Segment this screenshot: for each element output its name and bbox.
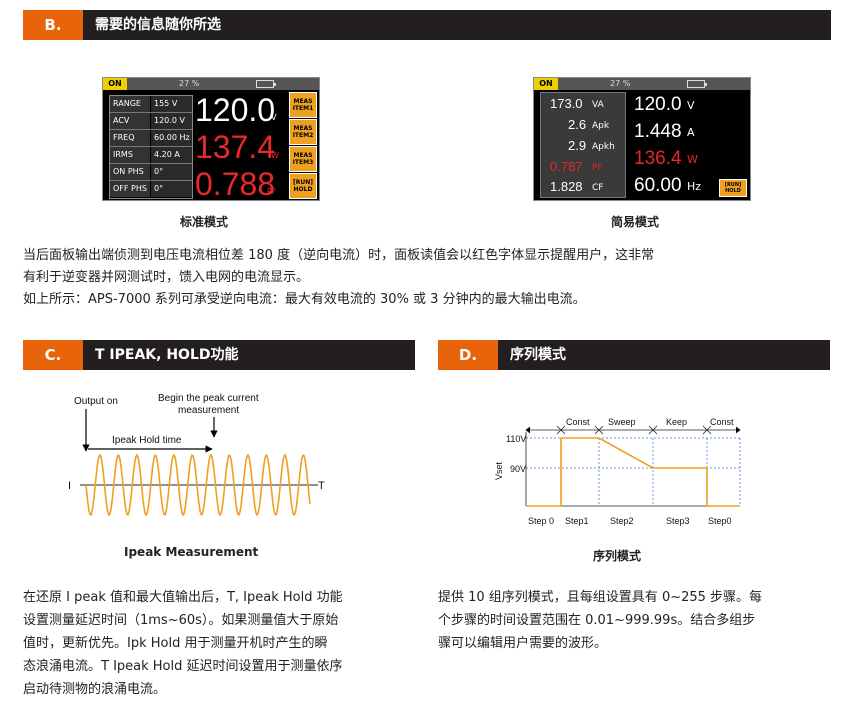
on-indicator: ON (534, 78, 558, 90)
power-readout: 137.4 (195, 129, 276, 165)
section-c-header: C. T IPEAK, HOLD功能 (23, 340, 415, 370)
voltage-unit: V (687, 99, 695, 112)
paragraph-line: 当后面板输出端侦测到电压电流相位差 180 度（逆向电流）时，面板读值会以红色字… (23, 248, 655, 263)
run-hold-button[interactable]: [RUN] HOLD (289, 173, 317, 199)
cf-unit: CF (592, 183, 604, 193)
pf-value: 0.787 (550, 159, 583, 174)
va-unit: VA (592, 100, 604, 110)
step2-label: Step2 (610, 516, 634, 526)
simple-mode-caption: 简易模式 (611, 215, 660, 229)
run-hold-button[interactable]: [RUN] HOLD (719, 179, 747, 197)
percent-readout: 27 % (179, 79, 200, 88)
simple-left-panel (540, 92, 626, 198)
ipeak-measurement-figure: Output on Begin the peak current measure… (68, 393, 325, 517)
current-waveform (85, 453, 311, 517)
simple-mode-panel: ON 27 % 173.0 VA 2.6 Apk 2.9 Apkh 0.787 … (533, 77, 751, 201)
paragraph-line: 如上所示：APS-7000 系列可承受逆向电流：最大有效电流的 30% 或 3 … (23, 292, 586, 307)
pf-unit: PF (267, 187, 277, 196)
meas-item1-button[interactable]: MEAS ITEM1 (289, 92, 317, 118)
section-c-badge: C. (23, 340, 83, 370)
v110-tick: 110V (506, 434, 526, 444)
section-c-paragraph: 在还原 I peak 值和最大值输出后，T, Ipeak Hold 功能 设置测… (23, 586, 423, 701)
ipeak-caption: Ipeak Measurement (124, 545, 259, 559)
apkh-unit: Apkh (592, 142, 615, 152)
power-unit: W (687, 153, 698, 166)
keep-label: Keep (666, 417, 687, 427)
output-on-label: Output on (74, 396, 118, 407)
apkh-value: 2.9 (568, 138, 587, 153)
paragraph-line: 启动待测物的浪涌电流。 (23, 682, 167, 697)
voltage-readout: 120.0 (195, 92, 276, 128)
current-unit: A (687, 126, 695, 139)
frequency-unit: Hz (687, 180, 702, 193)
step0-label: Step 0 (528, 516, 554, 526)
paragraph-line: 提供 10 组序列模式，且每组设置具有 0~255 步骤。每 (438, 590, 763, 605)
sequence-caption: 序列模式 (593, 549, 642, 563)
const-label-1: Const (566, 417, 590, 427)
battery-icon (256, 80, 276, 88)
sequence-mode-figure: Const Sweep Keep Const Vset 110V 90V Ste… (494, 417, 741, 526)
va-value: 173.0 (550, 96, 583, 111)
cf-value: 1.828 (550, 179, 583, 194)
paragraph-line: 骤可以编辑用户需要的波形。 (438, 636, 608, 651)
current-axis-label: I (68, 480, 71, 492)
standard-mode-caption: 标准模式 (180, 215, 229, 229)
section-d-paragraph: 提供 10 组序列模式，且每组设置具有 0~255 步骤。每 个步骤的时间设置范… (438, 586, 838, 655)
section-b-badge: B. (23, 10, 83, 40)
time-axis-label: T (318, 480, 325, 492)
power-unit: W (271, 151, 279, 160)
pf-unit: PF (592, 163, 603, 173)
paragraph-line: 值时，更新优先。Ipk Hold 用于测量开机时产生的瞬 (23, 636, 328, 651)
apk-unit: Apk (592, 121, 610, 131)
meas-item2-button[interactable]: MEAS ITEM2 (289, 119, 317, 145)
voltage-sequence-line (526, 437, 740, 507)
panel-status-bar (103, 78, 319, 90)
section-d-badge: D. (438, 340, 498, 370)
voltage-unit: V (271, 113, 277, 122)
section-b-paragraph: 当后面板输出端侦测到电压电流相位差 180 度（逆向电流）时，面板读值会以红色字… (23, 245, 835, 311)
section-b-title: 需要的信息随你所选 (95, 17, 221, 33)
begin-peak-label-line2: measurement (178, 405, 239, 416)
current-value: 1.448 (634, 121, 682, 142)
paragraph-line: 态浪涌电流。T Ipeak Hold 延迟时间设置用于测量依序 (23, 659, 343, 674)
panel-status-bar (534, 78, 750, 90)
step0-end-label: Step0 (708, 516, 732, 526)
paragraph-line: 在还原 I peak 值和最大值输出后，T, Ipeak Hold 功能 (23, 590, 343, 605)
step1-label: Step1 (565, 516, 589, 526)
const-label-2: Const (710, 417, 734, 427)
paragraph-line: 个步骤的时间设置范围在 0.01~999.99s。结合多组步 (438, 613, 756, 628)
percent-readout: 27 % (610, 79, 631, 88)
on-indicator: ON (103, 78, 127, 90)
section-c-title: T IPEAK, HOLD功能 (95, 347, 239, 363)
pf-readout: 0.788 (195, 166, 276, 202)
vset-label: Vset (494, 461, 504, 480)
meas-item3-button[interactable]: MEAS ITEM3 (289, 146, 317, 172)
frequency-value: 60.00 (634, 175, 682, 196)
section-d-title: 序列模式 (510, 347, 566, 363)
v90-tick: 90V (510, 464, 526, 474)
battery-icon (687, 80, 707, 88)
section-b-header: B. 需要的信息随你所选 (23, 10, 831, 40)
step3-label: Step3 (666, 516, 690, 526)
voltage-value: 120.0 (634, 94, 682, 115)
begin-peak-label-line1: Begin the peak current (158, 393, 259, 404)
paragraph-line: 有利于逆变器并网测试时，馈入电网的电流显示。 (23, 270, 310, 285)
power-value: 136.4 (634, 148, 682, 169)
grid-lines (526, 437, 741, 505)
section-d-header: D. 序列模式 (438, 340, 830, 370)
apk-value: 2.6 (568, 117, 587, 132)
step-markers (525, 425, 741, 435)
paragraph-line: 设置测量延迟时间（1ms~60s）。如果测量值大于原始 (23, 613, 339, 628)
ipeak-hold-time-label: Ipeak Hold time (112, 435, 182, 446)
sweep-label: Sweep (608, 417, 636, 427)
